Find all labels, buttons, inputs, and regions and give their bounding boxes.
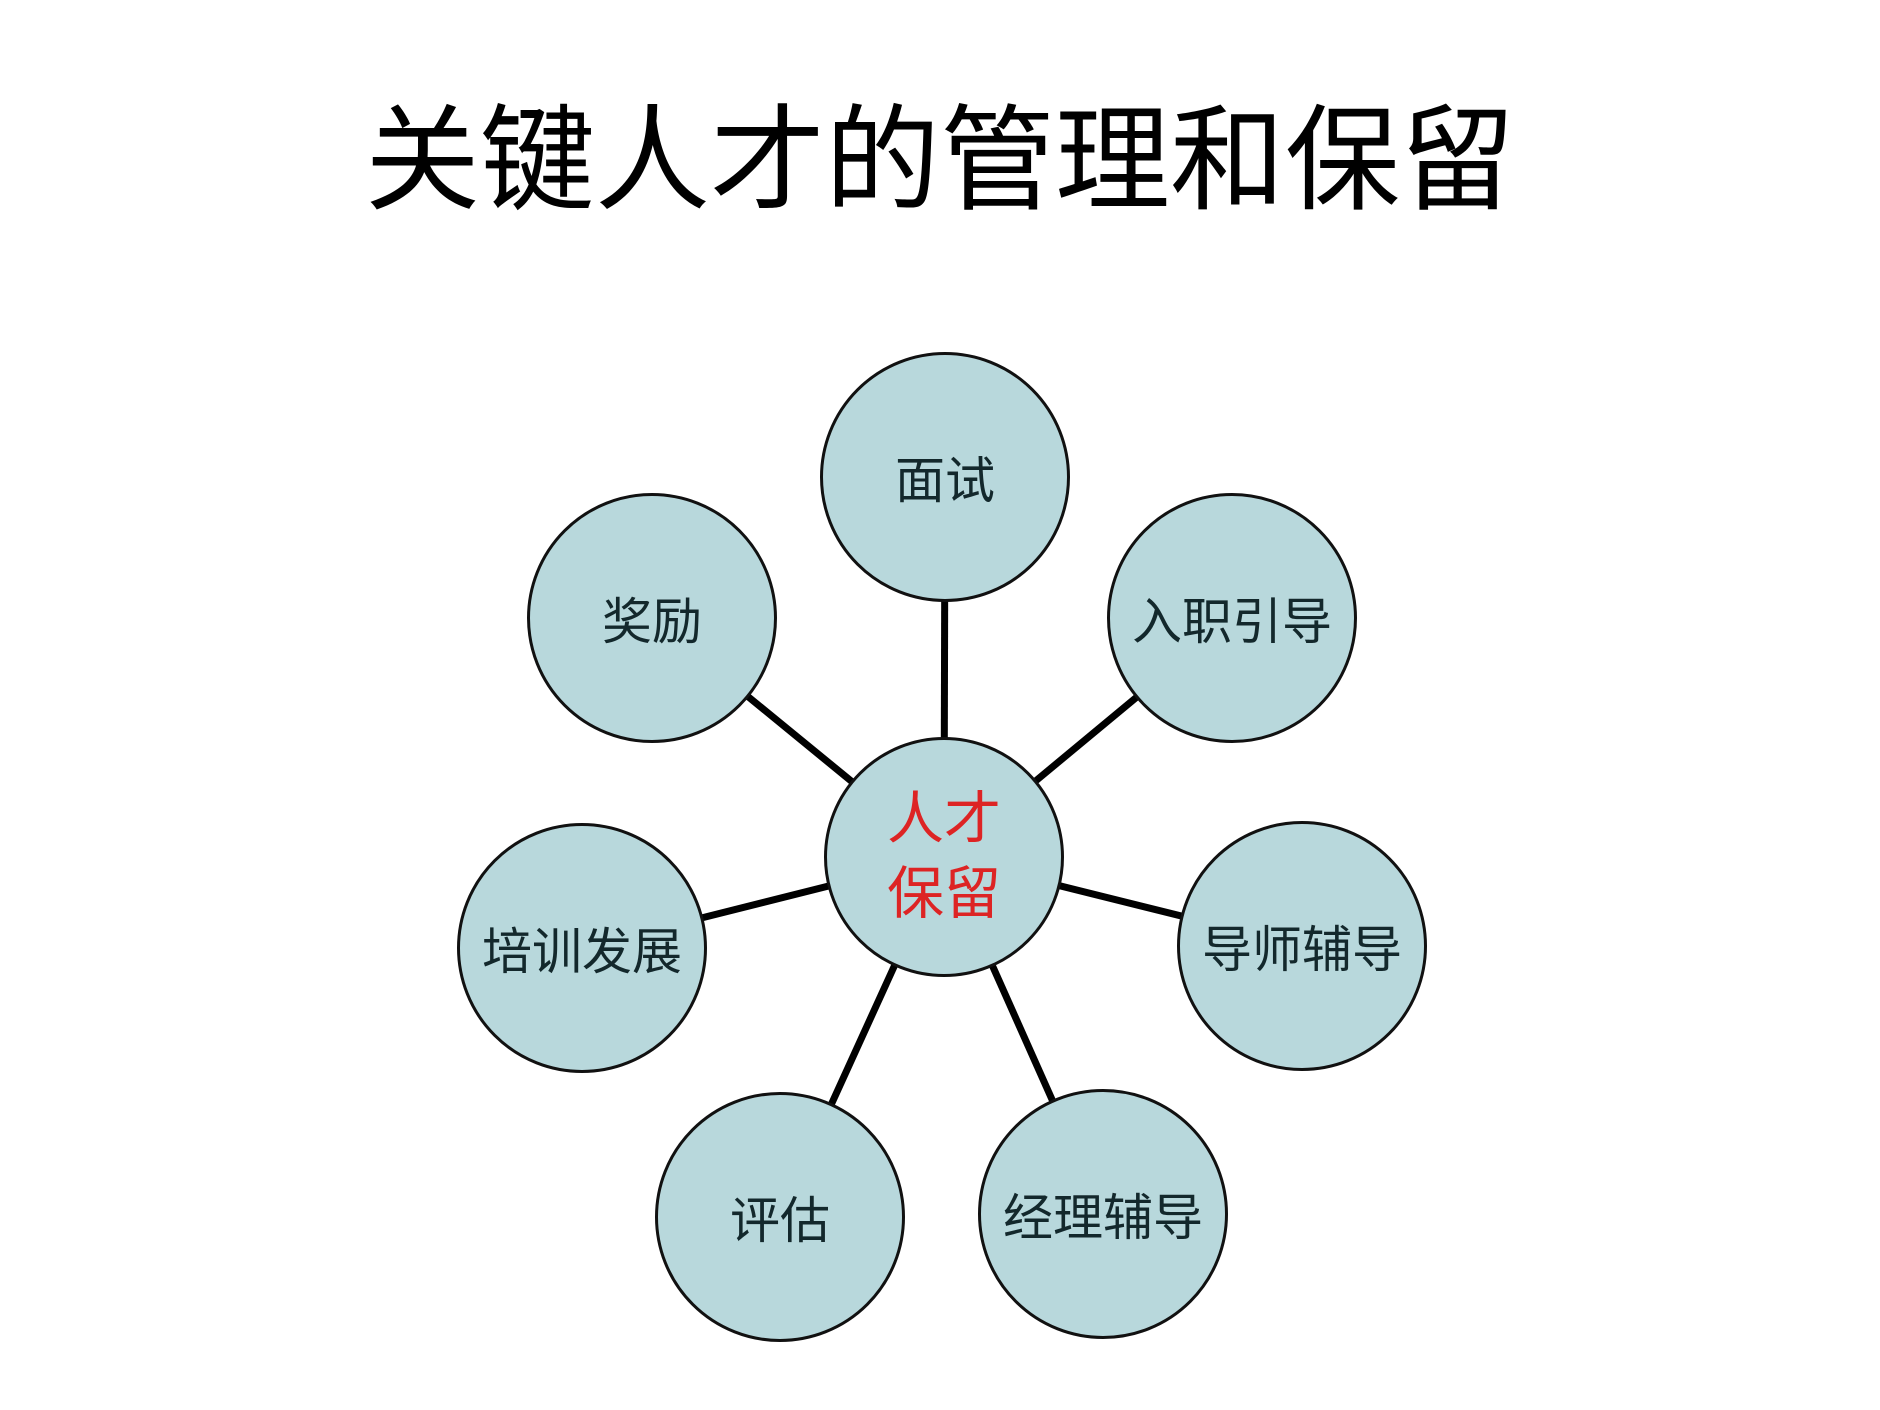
node-interview-label: 面试 xyxy=(895,453,995,509)
node-onboarding: 入职引导 xyxy=(1107,493,1357,743)
node-evaluation-label: 评估 xyxy=(730,1193,830,1249)
node-manager-coaching: 经理辅导 xyxy=(978,1089,1228,1339)
node-rewards-label: 奖励 xyxy=(602,594,702,650)
node-manager-coaching-label: 经理辅导 xyxy=(1003,1190,1203,1246)
node-onboarding-label: 入职引导 xyxy=(1132,594,1332,650)
node-rewards: 奖励 xyxy=(527,493,777,743)
node-hub-talent-retention: 人才 保留 xyxy=(824,737,1064,977)
node-training-development: 培训发展 xyxy=(457,823,707,1073)
node-mentor-coaching: 导师辅导 xyxy=(1177,821,1427,1071)
node-training-development-label: 培训发展 xyxy=(482,924,682,980)
slide-title: 关键人才的管理和保留 xyxy=(364,98,1515,225)
node-hub-label: 人才 保留 xyxy=(887,787,1001,926)
node-interview: 面试 xyxy=(820,352,1070,602)
node-mentor-coaching-label: 导师辅导 xyxy=(1202,922,1402,978)
node-evaluation: 评估 xyxy=(655,1092,905,1342)
